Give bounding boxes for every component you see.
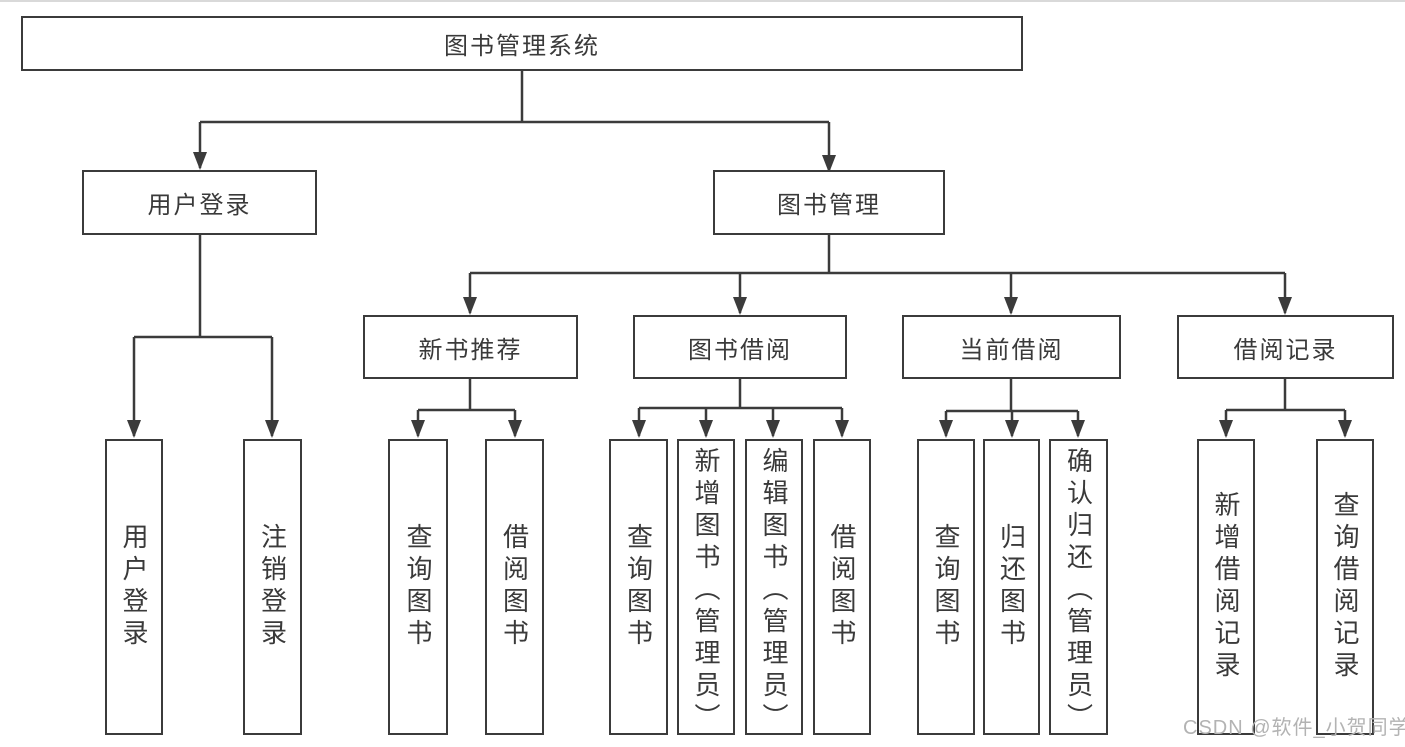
node-user-login: 用户登录 [82,170,317,235]
leaf-edit-book-admin: 编辑图书（管理员） [745,439,803,735]
leaf-borrow-books-borrowing: 借阅图书 [813,439,871,735]
leaf-logout: 注销登录 [243,439,302,735]
leaf-query-books-current: 查询图书 [917,439,975,735]
leaf-add-book-admin: 新增图书（管理员） [677,439,735,735]
leaf-borrow-books-recommend: 借阅图书 [485,439,544,735]
leaf-confirm-return-admin: 确认归还（管理员） [1049,439,1108,735]
leaf-query-borrow-record: 查询借阅记录 [1316,439,1374,735]
csdn-watermark: CSDN @软件_小贺同学 [1183,717,1405,739]
leaf-user-login: 用户登录 [105,439,163,735]
node-borrowing-records: 借阅记录 [1177,315,1394,379]
node-current-borrowing: 当前借阅 [902,315,1121,379]
node-library-management-system: 图书管理系统 [21,16,1023,71]
leaf-add-borrow-record: 新增借阅记录 [1197,439,1255,735]
leaf-query-books-borrowing: 查询图书 [609,439,668,735]
node-book-borrowing: 图书借阅 [633,315,847,379]
leaf-return-books: 归还图书 [983,439,1040,735]
leaf-query-books-recommend: 查询图书 [388,439,448,735]
node-book-management: 图书管理 [713,170,945,235]
node-new-book-recommendation: 新书推荐 [363,315,578,379]
